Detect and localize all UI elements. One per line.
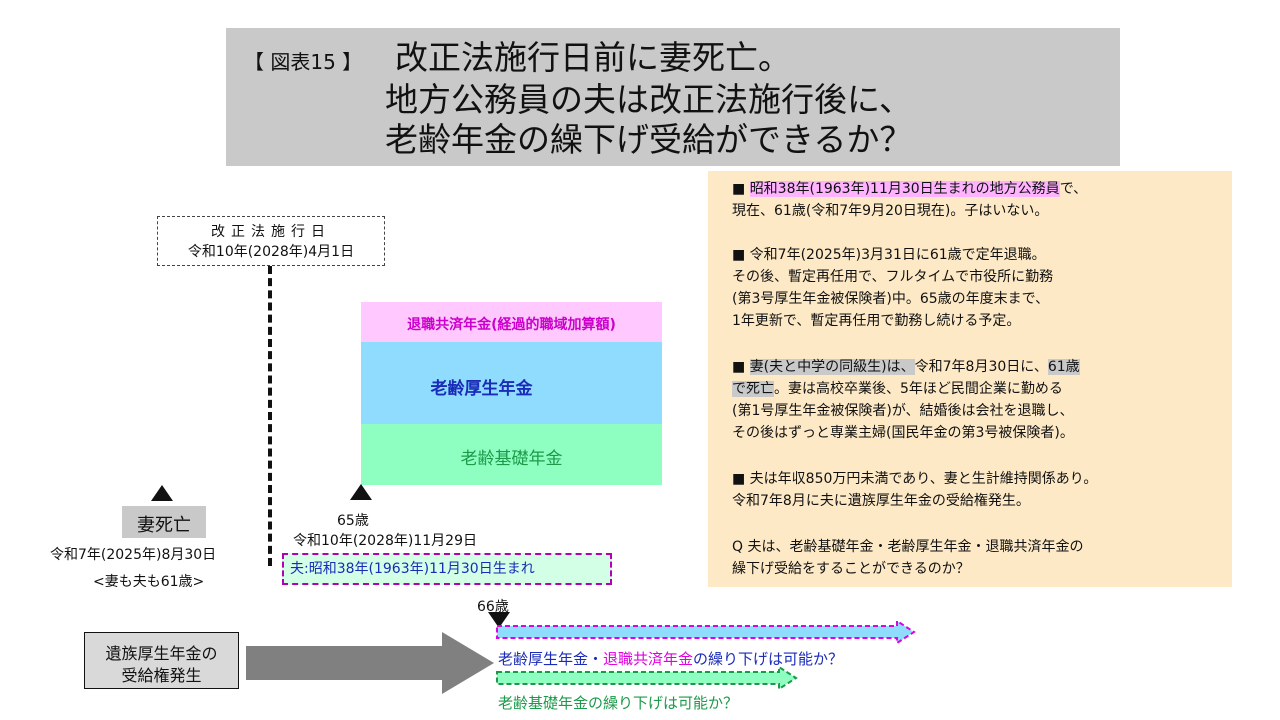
birth-date-box — [282, 553, 612, 585]
info-p3-line2-rest: 。妻は高校卒業後、5年ほど民間企業に勤める — [774, 381, 1063, 397]
info-p3-line4: その後はずっと専業主婦(国民年金の第3号被保険者)。 — [732, 425, 1074, 441]
info-p3-line3: (第1号厚生年金被保険者)が、結婚後は会社を退職し、 — [732, 403, 1074, 419]
q1-part1: 老齢厚生年金・ — [498, 650, 604, 668]
deferral-arrow-basic-icon — [496, 666, 798, 691]
info-p3-highlight-1: 妻(夫と中学の同級生)は、 — [749, 359, 915, 375]
info-p1-highlight: 昭和38年(1963年)11月30日生まれの地方公務員 — [749, 181, 1060, 197]
wife-death-marker-icon — [151, 485, 173, 501]
survivor-pension-line-2: 受給権発生 — [121, 666, 202, 685]
mutual-pension-label: 退職共済年金(経過的職域加算額) — [407, 317, 616, 333]
info-p3-highlight-2: 61歳 — [1047, 359, 1080, 375]
title-banner — [226, 28, 1120, 166]
info-p1-line1: ■ 昭和38年(1963年)11月30日生まれの地方公務員で、 — [732, 180, 1087, 198]
info-panel — [708, 171, 1232, 587]
employee-pension-label: 老齢厚生年金 — [430, 379, 533, 399]
title-line-3: 老齢年金の繰下げ受給ができるか？ — [385, 120, 913, 159]
age65-label: 65歳 — [337, 513, 369, 529]
effective-date-box — [157, 216, 385, 266]
age65-marker-icon — [350, 484, 372, 500]
wife-death-label: 妻死亡 — [137, 515, 191, 536]
title-line-1: 改正法施行日前に妻死亡。 — [395, 38, 791, 77]
birth-date-text: 夫:昭和38年(1963年)11月30日生まれ — [290, 561, 535, 577]
figure-label: 【 図表15 】 — [244, 50, 363, 74]
info-p3-mid: 令和7年8月30日に、 — [914, 359, 1048, 375]
q1-part2: 退職共済年金 — [603, 650, 694, 668]
info-p4-line2: 令和7年8月に夫に遺族厚生年金の受給権発生。 — [732, 493, 1030, 509]
info-p5-line1: Q 夫は、老齢基礎年金・老齢厚生年金・退職共済年金の — [732, 539, 1084, 555]
info-p4-line1: ■ 夫は年収850万円未満であり、妻と生計維持関係あり。 — [732, 471, 1098, 487]
basic-pension-label: 老齢基礎年金 — [460, 449, 563, 469]
info-p1-line2: 現在、61歳(令和7年9月20日現在)。子はいない。 — [732, 203, 1049, 219]
info-p2-line1: ■ 令和7年(2025年)3月31日に61歳で定年退職。 — [732, 247, 1046, 263]
question-basic-deferral: 老齢基礎年金の繰り下げは可能か？ — [498, 694, 739, 712]
deferral-arrow-employee-icon — [496, 620, 916, 645]
info-p1-rest: で、 — [1059, 181, 1088, 197]
age65-date: 令和10年(2028年)11月29日 — [293, 533, 477, 549]
right-arrow-icon — [246, 632, 494, 694]
effective-date-title: 改正法施行日 — [211, 224, 331, 240]
basic-pension-block: 老齢基礎年金 — [361, 424, 662, 485]
q1-part3: の繰り下げは可能か？ — [693, 650, 844, 668]
employee-pension-block: 老齢厚生年金 — [361, 342, 662, 424]
wife-death-ages: <妻も夫も61歳> — [93, 574, 205, 590]
info-p2-line4: 1年更新で、暫定再任用で勤務し続ける予定。 — [732, 313, 1021, 329]
survivor-pension-line-1: 遺族厚生年金の — [105, 644, 218, 663]
survivor-pension-box — [84, 632, 239, 689]
info-p5-line2: 繰下げ受給をすることができるのか？ — [732, 561, 970, 577]
wife-death-box — [122, 506, 206, 538]
effective-date-value: 令和10年(2028年)4月1日 — [187, 244, 355, 260]
bullet-mark: ■ — [732, 181, 750, 197]
question-employee-deferral: 老齢厚生年金・退職共済年金の繰り下げは可能か？ — [498, 648, 843, 669]
title-line-2: 地方公務員の夫は改正法施行後に、 — [385, 80, 913, 119]
info-p3-line1: ■ 妻(夫と中学の同級生)は、令和7年8月30日に、61歳 — [732, 358, 1080, 376]
info-p2-line3: (第3号厚生年金被保険者)中。65歳の年度末まで、 — [732, 291, 1050, 307]
info-p3-line2: で死亡。妻は高校卒業後、5年ほど民間企業に勤める — [732, 380, 1063, 398]
wife-death-date: 令和7年(2025年)8月30日 — [50, 547, 217, 563]
mutual-pension-block: 退職共済年金(経過的職域加算額) — [361, 302, 662, 342]
effective-date-line — [268, 266, 272, 566]
age66-marker-icon — [488, 612, 510, 628]
bullet-mark: ■ — [732, 359, 750, 375]
info-p3-highlight-3: で死亡 — [732, 381, 774, 397]
info-p2-line2: その後、暫定再任用で、フルタイムで市役所に勤務 — [732, 269, 1054, 285]
age66-label: 66歳 — [477, 599, 509, 615]
